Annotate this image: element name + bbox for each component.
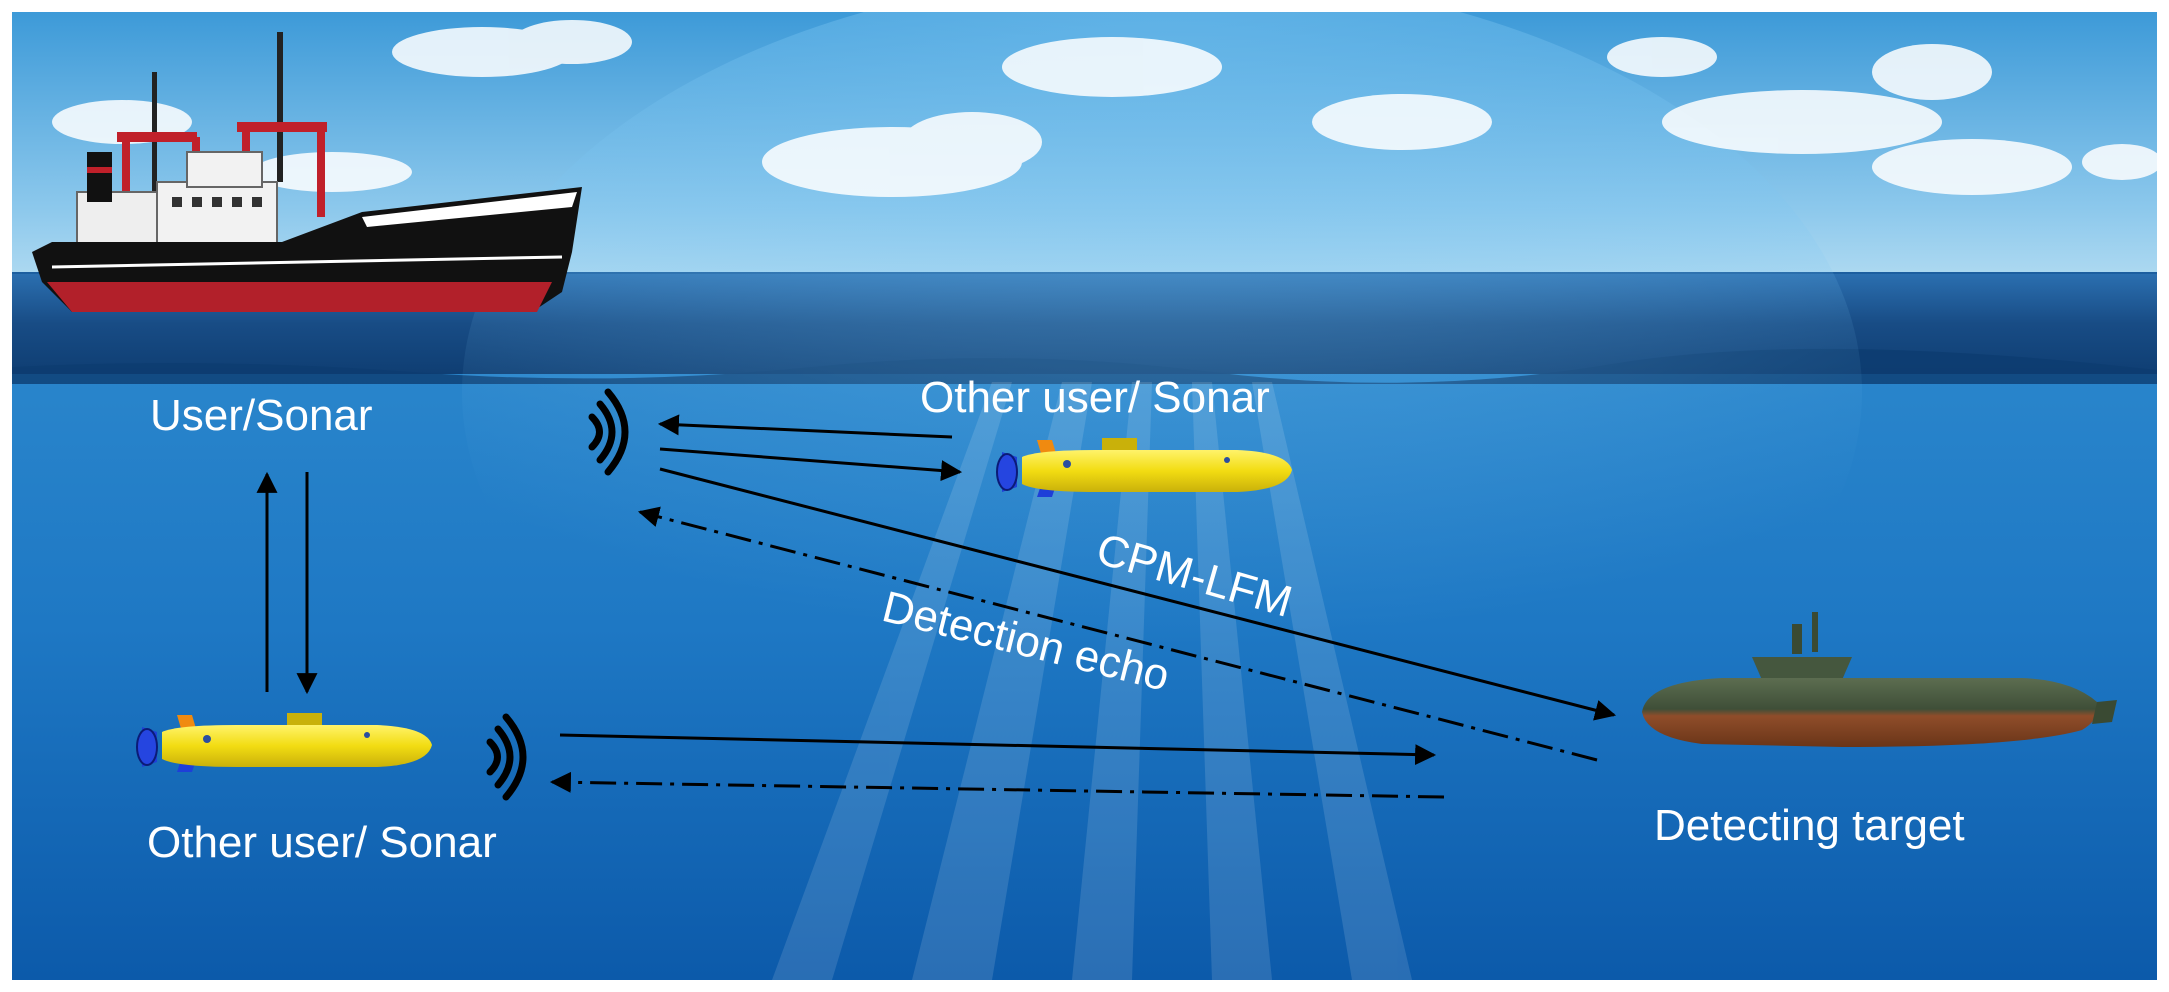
- label-detecting-target: Detecting target: [1654, 801, 1965, 850]
- cloud-icon: [52, 20, 2157, 197]
- light-rays: [772, 382, 1412, 980]
- signal-arrows: [256, 414, 1617, 799]
- sonar-wave-icon: [588, 388, 629, 476]
- arrow-auv-top-to-ship: [657, 414, 953, 439]
- label-other-user-bottom: Other user/ Sonar: [147, 818, 497, 867]
- label-other-user-top: Other user/ Sonar: [920, 373, 1270, 422]
- label-user-sonar: User/Sonar: [150, 391, 373, 440]
- sonar-scene: User/Sonar Other user/ Sonar Other user/…: [12, 12, 2157, 980]
- arrow-echo-to-ship: [637, 506, 1598, 762]
- light-glow: [462, 12, 1862, 812]
- auv-icon: [996, 438, 1292, 497]
- ship-icon: [32, 32, 582, 312]
- arrow-auv-bottom-to-target: [559, 733, 1437, 766]
- arrow-echo-to-auv-bottom: [549, 771, 1445, 799]
- arrow-cpm-lfm-to-target: [659, 467, 1617, 721]
- auv-icon: [136, 713, 432, 772]
- submarine-icon: [1642, 612, 2117, 747]
- arrow-ship-to-auv-top: [659, 447, 963, 482]
- sonar-wave-icon: [486, 713, 527, 801]
